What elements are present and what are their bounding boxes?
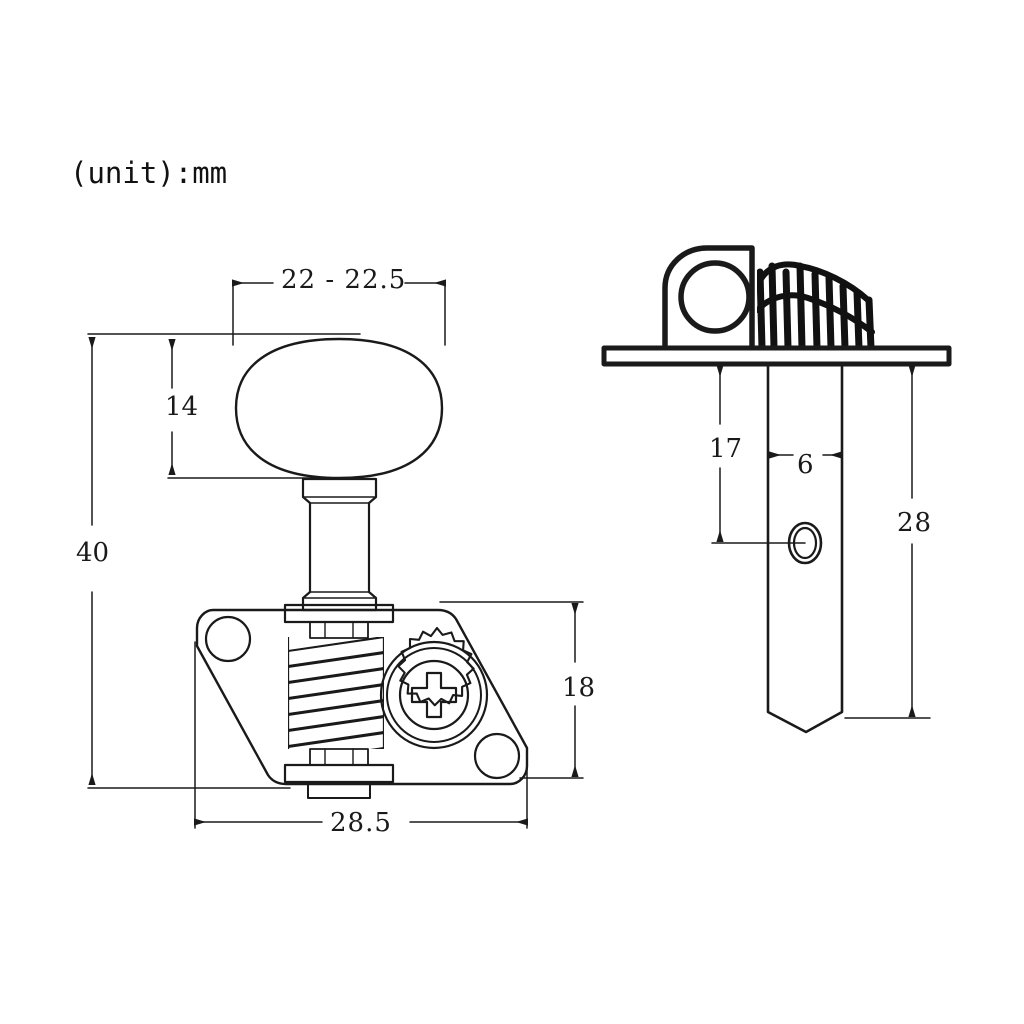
- base-plate: [601, 345, 952, 367]
- side-view-geometry: [601, 245, 952, 734]
- lower-collar: [283, 748, 395, 799]
- dimension-label-plate-height: 18: [562, 673, 596, 703]
- dimension-label-plate-width: 28.5: [330, 808, 392, 838]
- dimension-label-button-width: 22 - 22.5: [281, 265, 407, 295]
- upper-collar: [283, 603, 395, 639]
- dimension-label-hole-depth: 17: [709, 434, 743, 464]
- front-view-dimensions: [87, 279, 584, 829]
- phillips-screw: [398, 659, 470, 731]
- button-stem: [301, 477, 378, 612]
- string-post: [766, 362, 844, 734]
- tuner-button: [234, 337, 444, 480]
- dimension-label-post-width: 6: [797, 450, 814, 480]
- dimension-label-total-height: 40: [76, 538, 110, 568]
- bearing-hole: [678, 260, 752, 334]
- screw-hole-top-left: [204, 615, 252, 663]
- front-view-geometry: [195, 337, 529, 799]
- screw-hole-bottom-right: [473, 732, 521, 780]
- dimension-label-post-length: 28: [897, 508, 933, 538]
- worm-gear: [288, 637, 384, 749]
- dimension-label-button-height: 14: [165, 392, 199, 422]
- side-view-dimensions: [699, 363, 931, 719]
- unit-label: (unit):mm: [70, 156, 228, 190]
- mounting-plate: [195, 608, 529, 786]
- gear-wheel: [379, 626, 489, 750]
- worm-coil: [757, 261, 875, 352]
- bearing-bracket: [662, 245, 755, 351]
